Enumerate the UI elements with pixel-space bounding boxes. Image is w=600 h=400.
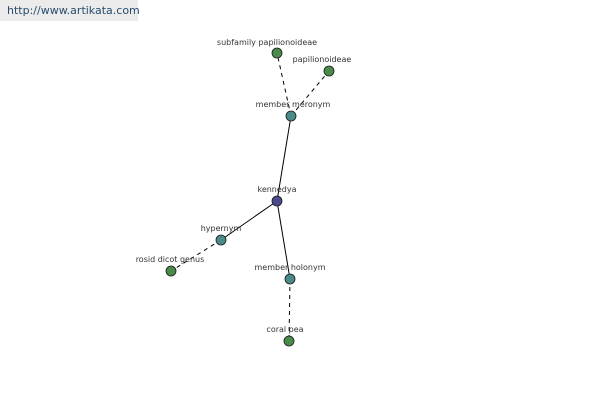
node-label[interactable]: papilionoideae — [293, 55, 352, 64]
node-label[interactable]: hypernym — [201, 224, 242, 233]
node-papilionoideae[interactable]: papilionoideae — [293, 55, 352, 77]
node-label[interactable]: rosid dicot genus — [136, 255, 205, 264]
node-hypernym[interactable]: hypernym — [201, 224, 242, 246]
node-label[interactable]: member meronym — [256, 100, 331, 109]
node-label[interactable]: kennedya — [257, 185, 296, 194]
node-label[interactable]: subfamily papilionoideae — [217, 38, 317, 47]
node-member-holonym[interactable]: member holonym — [254, 263, 326, 285]
node-dot[interactable] — [283, 335, 295, 347]
node-dot[interactable] — [215, 234, 227, 246]
site-url-link[interactable]: http://www.artikata.com — [7, 4, 140, 17]
node-dot[interactable] — [165, 265, 177, 277]
node-dot[interactable] — [285, 110, 297, 122]
edge-kennedya-to-member-holonym — [276, 200, 291, 280]
edge-member-holonym-to-coral-pea — [288, 278, 291, 342]
edge-member-meronym-to-subfamily-papilionoideae — [276, 52, 292, 117]
node-member-meronym[interactable]: member meronym — [256, 100, 331, 122]
url-banner: http://www.artikata.com — [0, 0, 140, 21]
graph-edges — [170, 52, 330, 342]
edge-hypernym-to-rosid-dicot-genus — [170, 239, 222, 272]
node-dot[interactable] — [271, 195, 283, 207]
edge-kennedya-to-member-meronym — [276, 115, 292, 202]
graph-nodes: subfamily papilionoideae papilionoideae me… — [136, 38, 352, 347]
node-rosid-dicot-genus[interactable]: rosid dicot genus — [136, 255, 205, 277]
node-dot[interactable] — [284, 273, 296, 285]
edge-member-meronym-to-papilionoideae — [290, 70, 330, 117]
node-coral-pea[interactable]: coral pea — [266, 325, 304, 347]
edge-kennedya-to-hypernym — [220, 200, 278, 241]
node-dot[interactable] — [323, 65, 335, 77]
node-dot[interactable] — [271, 47, 283, 59]
node-kennedya[interactable]: kennedya — [257, 185, 297, 207]
node-label[interactable]: member holonym — [254, 263, 325, 272]
node-label[interactable]: coral pea — [266, 325, 303, 334]
node-subfamily-papilionoideae[interactable]: subfamily papilionoideae — [217, 38, 317, 59]
